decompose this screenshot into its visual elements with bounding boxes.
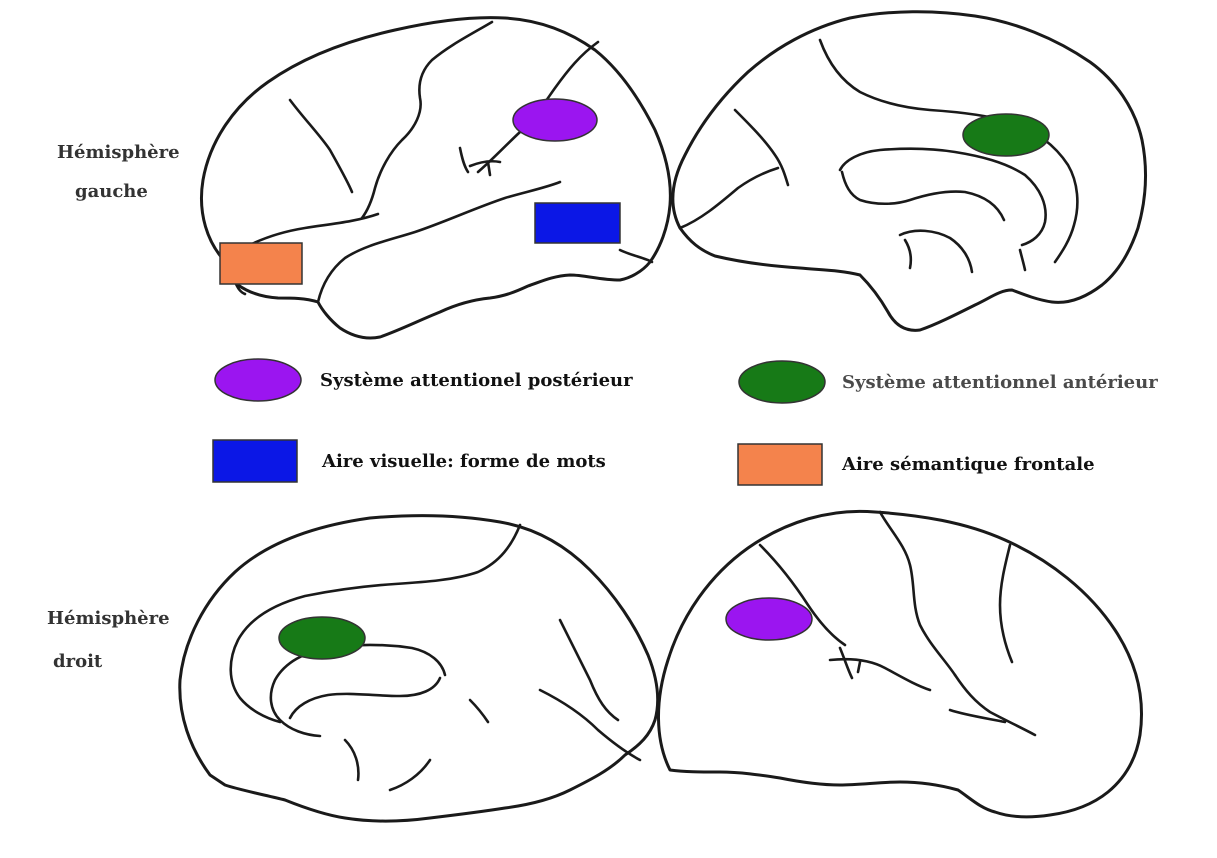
brainstem-outline [345, 740, 430, 790]
corpus-callosum-outer [271, 645, 445, 736]
legend-item-frontal-semantic: Aire sémantique frontale [738, 444, 1095, 485]
legend-item-posterior-attention: Système attentionel postérieur [215, 359, 633, 401]
right-hemisphere-label-line1: Hémisphère [47, 608, 170, 629]
right-hemisphere-lateral-view [658, 511, 1141, 817]
brain-outline [202, 18, 671, 338]
lower-temporal-sulcus [470, 700, 488, 722]
legend-item-anterior-attention: Système attentionnel antérieur [739, 361, 1158, 403]
frontal-sulcus [1000, 545, 1012, 662]
corpus-callosum-inner [842, 172, 1004, 220]
posterior-attention-area-right [726, 598, 812, 640]
legend-label-visual-word-form: Aire visuelle: forme de mots [321, 451, 606, 472]
intraparietal-branch [840, 648, 860, 678]
left-hemisphere-lateral-view [202, 18, 671, 338]
corpus-callosum-inner [290, 678, 440, 718]
legend-swatch-posterior-attention [215, 359, 301, 401]
posterior-attention-area-left [513, 99, 597, 141]
left-hemisphere-label: Hémisphère gauche [57, 142, 180, 202]
calcarine-sulcus [540, 690, 640, 760]
legend-label-anterior-attention: Système attentionnel antérieur [842, 372, 1158, 393]
anterior-attention-area-right [279, 617, 365, 659]
central-sulcus [362, 22, 492, 218]
central-sulcus [880, 512, 955, 675]
superior-temporal-sulcus [955, 675, 1035, 735]
frontal-sulcus [290, 100, 352, 192]
right-hemisphere-label-line2: droit [53, 651, 103, 672]
left-hemisphere-medial-view [673, 12, 1146, 331]
frontal-semantic-area [220, 243, 302, 284]
temporal-sulcus-lower [620, 250, 652, 262]
legend-item-visual-word-form: Aire visuelle: forme de mots [213, 440, 606, 482]
brain-outline [673, 12, 1146, 331]
visual-word-form-area [535, 203, 620, 243]
left-hemisphere-label-line1: Hémisphère [57, 142, 180, 163]
legend-swatch-frontal-semantic [738, 444, 822, 485]
anterior-attention-area-left [963, 114, 1049, 156]
legend-label-posterior-attention: Système attentionel postérieur [320, 370, 633, 391]
calcarine-sulcus [680, 168, 778, 228]
right-hemisphere-medial-view [180, 516, 658, 821]
legend-label-frontal-semantic: Aire sémantique frontale [841, 454, 1095, 475]
legend-swatch-anterior-attention [739, 361, 825, 403]
legend-swatch-visual-word-form [213, 440, 297, 482]
cingulate-sulcus [231, 525, 520, 722]
left-hemisphere-label-line2: gauche [75, 181, 148, 202]
brain-outline [180, 516, 658, 821]
superior-temporal-sulcus [318, 182, 560, 302]
brain-outline [658, 511, 1141, 817]
right-hemisphere-label: Hémisphère droit [47, 608, 170, 672]
corpus-callosum-outer [840, 149, 1046, 245]
legend: Système attentionel postérieur Système a… [213, 359, 1158, 485]
